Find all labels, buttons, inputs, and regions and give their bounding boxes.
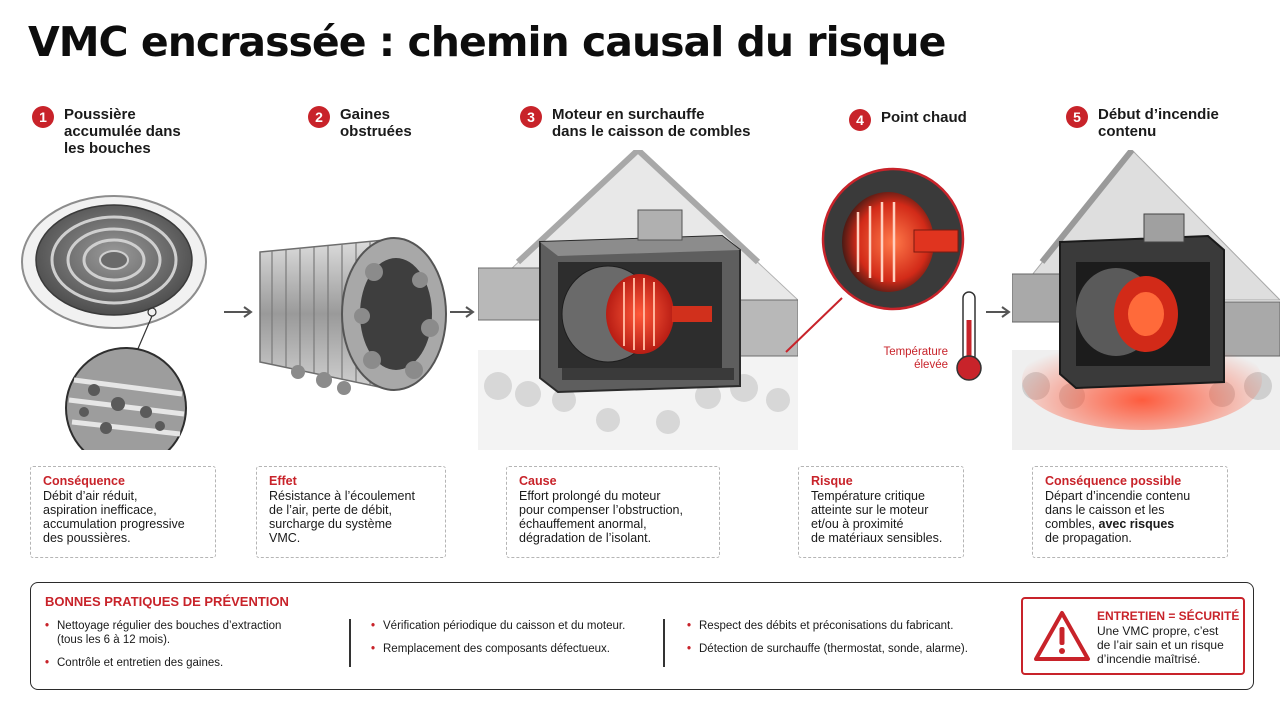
vent-grille-illustration [21,195,207,450]
step-4-title: Point chaud [881,109,967,126]
thermometer-icon [956,291,982,381]
step-3-card-label: Cause [519,474,557,488]
page-title: VMC encrassée : chemin causal du risque [28,18,946,66]
safety-box: ENTRETIEN = SÉCURITÉ Une VMC propre, c’e… [1021,597,1245,675]
step-4-number: 4 [849,109,871,131]
list-item: Remplacement des composants défectueux. [371,642,671,656]
hot-spot-illustration [821,167,965,311]
step-3-number: 3 [520,106,542,128]
step-4-card-label: Risque [811,474,853,488]
step-2-number: 2 [308,106,330,128]
step-5-card: Conséquence possible Départ d’incendie c… [1032,466,1228,558]
step-1-card: Conséquence Débit d’air réduit,aspiratio… [30,466,216,558]
step-4-header: 4 Point chaud [849,109,967,131]
step-1-card-label: Conséquence [43,474,125,488]
prevention-column-2: Vérification périodique du caisson et du… [371,619,671,665]
motor-housing-illustration [478,150,798,450]
column-divider [663,619,665,667]
arrow-right-icon [450,306,475,318]
warning-triangle-icon [1034,611,1090,661]
list-item: Respect des débits et préconisations du … [687,619,1007,633]
safety-title: ENTRETIEN = SÉCURITÉ [1097,609,1240,623]
prevention-column-3: Respect des débits et préconisations du … [687,619,1007,665]
step-5-card-label: Conséquence possible [1045,474,1182,488]
step-2-card-label: Effet [269,474,297,488]
list-item: Détection de surchauffe (thermostat, son… [687,642,1007,656]
callout-line [785,297,843,353]
fire-start-illustration [1012,150,1280,450]
prevention-column-1: Nettoyage régulier des bouches d’extract… [45,619,345,679]
list-item: Contrôle et entretien des gaines. [45,656,345,670]
arrow-right-icon [986,306,1011,318]
duct-illustration [259,237,447,395]
arrow-right-icon [224,306,253,318]
prevention-panel: BONNES PRATIQUES DE PRÉVENTION Nettoyage… [30,582,1254,690]
list-item: Nettoyage régulier des bouches d’extract… [45,619,345,647]
step-5-number: 5 [1066,106,1088,128]
step-1-number: 1 [32,106,54,128]
column-divider [349,619,351,667]
prevention-title: BONNES PRATIQUES DE PRÉVENTION [45,594,289,609]
step-1-card-text: Débit d’air réduit,aspiration inefficace… [43,489,185,545]
list-item: Vérification périodique du caisson et du… [371,619,671,633]
